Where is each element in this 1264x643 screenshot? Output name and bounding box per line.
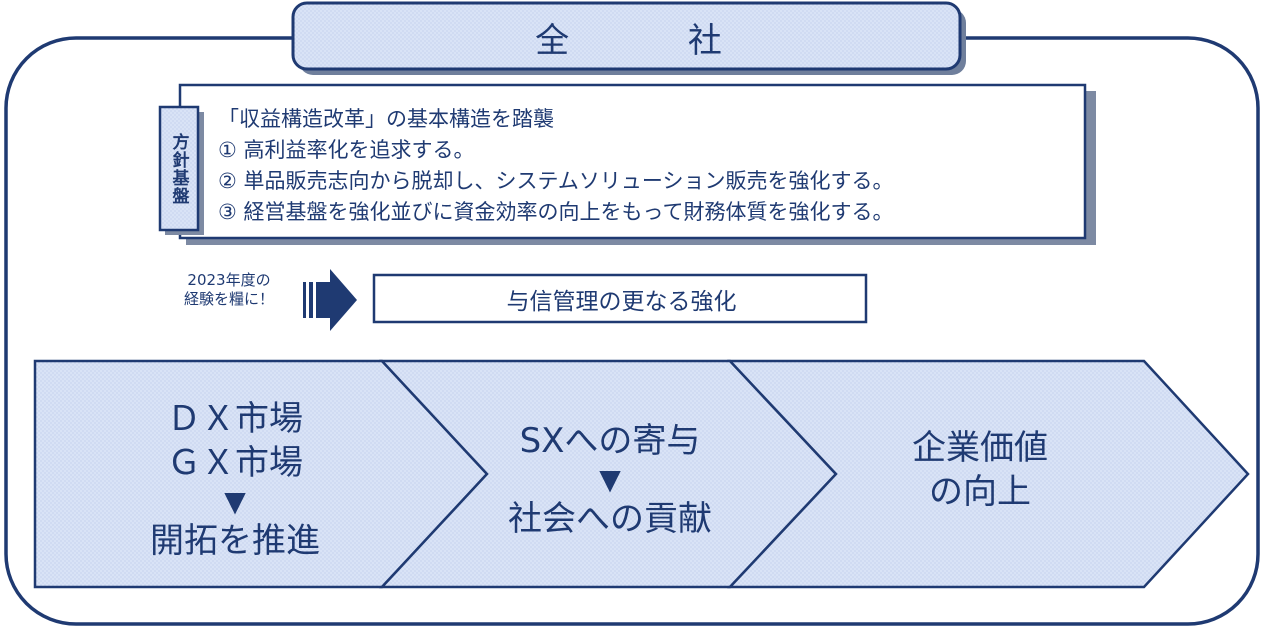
process-step-1: ＤＸ市場 ＧＸ市場 ▼ 開拓を推進: [110, 385, 360, 575]
step-3-line-2: の向上: [929, 472, 1031, 512]
process-step-2: SXへの寄与 ▼ 社会への貢献: [460, 400, 760, 560]
lesson-note: 2023年度の 経験を糧に！: [160, 271, 298, 309]
process-step-3-shape: [727, 359, 1250, 589]
step-2-line-1: SXへの寄与: [519, 421, 701, 461]
page-title: 全 社: [535, 20, 776, 61]
header-tab: [291, 1, 962, 71]
policy-heading: 「収益構造改革」の基本構造を踏襲: [218, 107, 554, 131]
policy-tag-label: 方針基盤: [168, 133, 189, 205]
step-1-line-1: ＤＸ市場: [167, 399, 303, 439]
lesson-note-line-2: 経験を糧に！: [183, 290, 274, 308]
step-1-line-3: 開拓を推進: [150, 521, 320, 561]
policy-tag-box: [158, 105, 200, 232]
policy-item-1: ① 高利益率化を追求する。: [218, 138, 475, 162]
credit-box-label: 与信管理の更なる強化: [506, 288, 737, 315]
process-step-3: 企業価値 の向上: [860, 420, 1100, 520]
policy-text: 「収益構造改革」の基本構造を踏襲 ① 高利益率化を追求する。 ② 単品販売志向か…: [218, 104, 1084, 240]
step-2-line-2: 社会への貢献: [508, 499, 712, 539]
step-3-line-1: 企業価値: [912, 428, 1048, 468]
down-triangle-icon: ▼: [224, 485, 246, 518]
lesson-note-line-1: 2023年度の: [187, 271, 271, 289]
policy-item-3: ③ 経営基盤を強化並びに資金効率の向上をもって財務体質を強化する。: [218, 200, 894, 224]
credit-box: [372, 273, 868, 324]
right-arrow-icon: [303, 269, 357, 331]
step-1-line-2: ＧＸ市場: [167, 443, 303, 483]
down-triangle-icon: ▼: [599, 463, 621, 496]
policy-item-2: ② 単品販売志向から脱却し、システムソリューション販売を強化する。: [218, 169, 894, 193]
